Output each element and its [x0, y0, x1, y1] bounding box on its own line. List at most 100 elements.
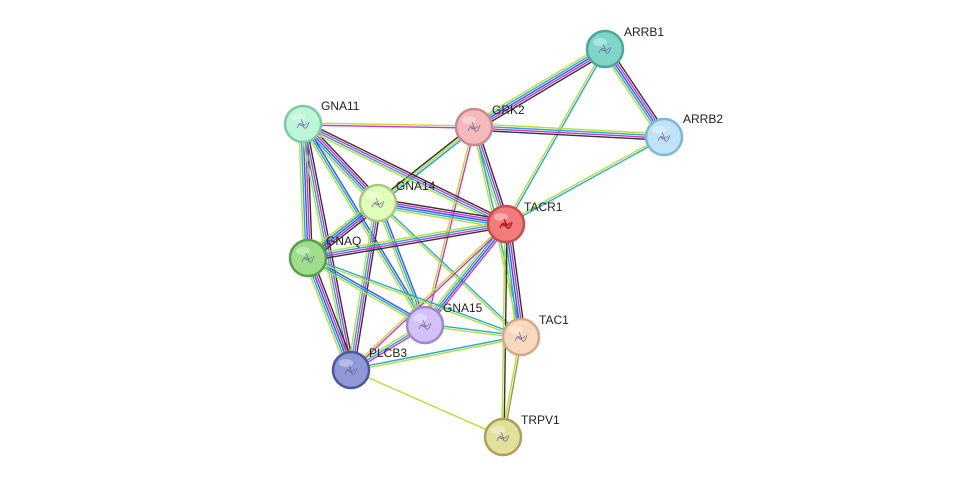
edge-strand-black [509, 223, 526, 337]
edge-strand-cyan [474, 125, 665, 137]
edge-strand-yellowgreen [303, 122, 475, 127]
protein-structure-icon [657, 131, 671, 142]
node-label-arrb2: ARRB2 [683, 112, 723, 126]
edge-strand-cyan [300, 124, 307, 259]
node-label-grk2: GRK2 [492, 103, 525, 117]
edge-strand-yellowgreen [301, 126, 505, 228]
edge-arrb1-grk2[interactable] [471, 44, 608, 132]
protein-structure-icon [467, 121, 481, 132]
edge-gna14-tac1[interactable] [376, 201, 523, 339]
edge-strand-yellowgreen [307, 258, 521, 339]
edge-strand-yellowgreen [474, 123, 665, 135]
edge-tacr1-plcb3[interactable] [349, 222, 508, 372]
edge-strand-magenta [426, 225, 510, 328]
node-tac1[interactable]: TAC1 [501, 313, 569, 357]
edge-strand-magenta [309, 256, 354, 370]
edge-strand-yellowgreen [349, 222, 506, 370]
node-highlight [339, 359, 353, 367]
edge-strand-blue [425, 224, 508, 327]
edge-tacr1-gnaq[interactable] [307, 220, 507, 262]
edge-arrb1-tacr1[interactable] [504, 48, 607, 225]
edge-grk2-gna11[interactable] [302, 122, 475, 129]
edge-strand-yellowgreen [505, 135, 664, 224]
node-label-gna15: GNA15 [443, 301, 483, 315]
node-gnaq[interactable]: GNAQ [288, 234, 361, 278]
node-label-trpv1: TRPV1 [521, 413, 560, 427]
edge-strand-magenta [378, 200, 507, 223]
edge-strand-cyan [350, 335, 521, 370]
edge-gna11-tacr1[interactable] [301, 120, 508, 228]
edge-strand-yellowgreen [307, 220, 506, 256]
node-highlight [593, 38, 607, 46]
node-gna14[interactable]: GNA14 [358, 179, 436, 223]
edge-strand-yellowgreen [350, 369, 504, 438]
edge-strand-cyan [377, 204, 506, 227]
edge-strand-yellowgreen [306, 259, 425, 328]
edge-arrb2-tacr1[interactable] [505, 135, 665, 226]
edge-strand-blue [304, 122, 428, 325]
protein-structure-icon [514, 331, 528, 342]
edge-strand-cyan [349, 202, 378, 370]
edge-strand-blue [473, 48, 606, 128]
node-gna15[interactable]: GNA15 [405, 301, 483, 345]
edge-strand-black [378, 198, 507, 221]
edge-strand-blue [307, 257, 352, 371]
edge-strand-yellowgreen [351, 337, 522, 372]
edge-strand-black [308, 226, 507, 262]
protein-structure-icon [344, 364, 358, 375]
node-label-plcb3: PLCB3 [369, 346, 407, 360]
protein-structure-icon [371, 197, 385, 208]
edge-strand-black [473, 129, 664, 141]
node-arrb2[interactable]: ARRB2 [644, 112, 723, 157]
protein-structure-icon [296, 118, 310, 129]
edge-plcb3-trpv1[interactable] [350, 369, 504, 438]
node-highlight [291, 113, 305, 121]
protein-structure-icon [301, 252, 315, 263]
node-tacr1[interactable]: TACR1 [486, 200, 563, 244]
node-grk2[interactable]: GRK2 [454, 103, 525, 147]
edge-gnaq-tac1[interactable] [307, 256, 522, 339]
edge-strand-yellowgreen [303, 259, 348, 372]
node-highlight [296, 247, 310, 255]
edge-strand-magenta [308, 224, 507, 260]
protein-structure-icon [499, 218, 513, 230]
node-highlight [462, 116, 476, 124]
protein-structure-icon [418, 319, 432, 330]
edge-strand-yellowgreen [298, 124, 305, 259]
edge-strand-cyan [377, 202, 426, 326]
node-label-gnaq: GNAQ [326, 234, 361, 248]
node-arrb1[interactable]: ARRB1 [585, 25, 664, 69]
node-plcb3[interactable]: PLCB3 [331, 346, 407, 390]
edge-strand-yellowgreen [375, 203, 424, 327]
edge-strand-yellowgreen [471, 44, 604, 124]
edge-strand-black [311, 256, 356, 369]
edge-strand-cyan [472, 46, 605, 126]
edge-strand-magenta [302, 124, 474, 129]
edge-strand-blue [377, 202, 507, 225]
edge-plcb3-tac1[interactable] [350, 335, 522, 372]
edge-strand-cyan [307, 257, 426, 326]
edge-strand-cyan [302, 123, 426, 326]
node-label-gna11: GNA11 [321, 99, 360, 113]
edge-strand-cyan [305, 258, 350, 372]
edge-strand-black [353, 203, 382, 371]
node-highlight [366, 192, 380, 200]
edge-strand-cyan [307, 222, 506, 258]
node-highlight [494, 213, 508, 221]
node-gna11[interactable]: GNA11 [283, 99, 360, 144]
edge-strand-magenta [473, 127, 664, 139]
node-trpv1[interactable]: TRPV1 [483, 413, 560, 457]
edge-strand-black [475, 52, 608, 132]
edge-strand-cyan [506, 49, 607, 225]
protein-structure-icon [496, 431, 510, 442]
edge-gnaq-plcb3[interactable] [303, 256, 356, 372]
edge-strand-black [304, 120, 508, 222]
node-label-arrb1: ARRB1 [624, 25, 664, 39]
edge-strand-magenta [351, 224, 508, 372]
node-label-gna14: GNA14 [396, 179, 436, 193]
edge-arrb2-grk2[interactable] [473, 123, 665, 141]
node-highlight [509, 326, 523, 334]
